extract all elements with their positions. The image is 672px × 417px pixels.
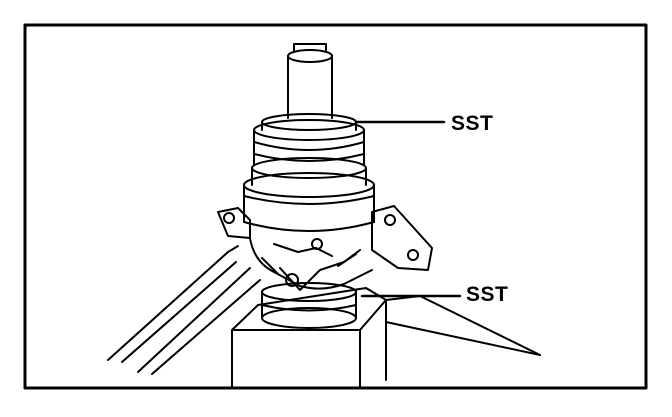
callout-label-sst-top: SST (451, 112, 494, 135)
support-rails (107, 245, 261, 375)
upper-special-tool (253, 113, 365, 166)
lower-special-tool (261, 282, 357, 329)
callout-label-sst-bottom: SST (466, 283, 509, 306)
hub-flange (217, 205, 433, 291)
press-shaft (287, 43, 333, 119)
bearing-housing (243, 157, 375, 232)
border-frame (23, 23, 648, 390)
